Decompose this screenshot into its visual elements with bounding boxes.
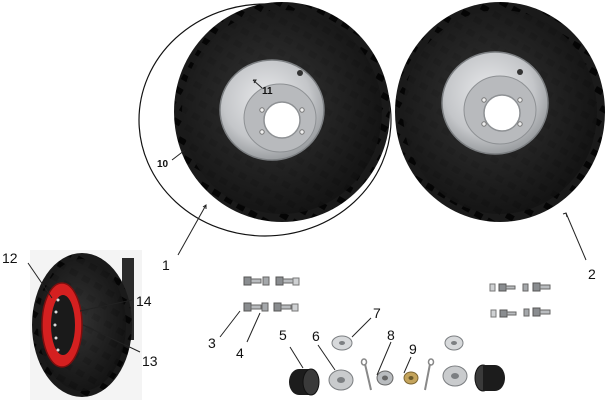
callout-12: 12 (2, 250, 18, 266)
bolt-icon (532, 282, 551, 292)
washer-icon (442, 365, 468, 387)
bolt-icon (498, 283, 516, 292)
cotter-pin-icon (424, 358, 435, 391)
bolt-icon (243, 302, 262, 312)
bolt-icon (243, 276, 262, 286)
callout-8: 8 (387, 327, 395, 343)
wheel-assembly-right (395, 2, 605, 222)
spacer-icon (474, 364, 505, 392)
leader-line-13 (82, 324, 141, 353)
leader-line-3 (219, 310, 241, 338)
wheel-assembly-left (138, 2, 392, 237)
fastener-cluster-right (489, 282, 551, 318)
nut-icon (292, 277, 300, 286)
callout-5: 5 (279, 327, 287, 343)
nut-icon (522, 283, 529, 292)
nut-icon (490, 309, 497, 318)
callout-6: 6 (312, 328, 320, 344)
callout-13: 13 (142, 353, 158, 369)
leader-line-10 (171, 149, 186, 161)
rim-icon (219, 59, 325, 161)
nut-icon (262, 276, 270, 286)
rim-icon (441, 51, 549, 155)
callout-10: 10 (157, 159, 169, 170)
nut-icon (291, 303, 299, 312)
leader-line-11 (252, 79, 263, 89)
callout-11: 11 (262, 86, 273, 97)
beadlock-wheel-inset (30, 250, 142, 400)
leader-line-1 (177, 204, 207, 256)
leader-line-14 (79, 299, 133, 312)
leader-line-2 (565, 212, 587, 261)
callout-2: 2 (588, 266, 596, 282)
cotter-pin-icon (360, 358, 372, 391)
callout-14: 14 (136, 293, 152, 309)
callout-4: 4 (236, 345, 244, 361)
leader-lines (27, 79, 587, 376)
leader-line-9 (403, 356, 412, 374)
callout-9: 9 (409, 341, 417, 357)
leader-line-7 (351, 317, 372, 338)
callout-1: 1 (162, 257, 170, 273)
bolt-icon (532, 307, 551, 317)
callout-3: 3 (208, 335, 216, 351)
nut-icon (376, 370, 394, 386)
rim-icon (41, 282, 83, 368)
leader-line-5 (289, 346, 304, 369)
washer-icon (331, 335, 353, 351)
spacer-icon (289, 368, 320, 396)
bolt-icon (275, 276, 294, 286)
washer-icon (444, 335, 464, 351)
callout-labels: 1 2 3 4 5 6 7 8 9 10 11 12 13 14 (2, 86, 596, 369)
bolt-icon (499, 309, 517, 318)
hub-parts-row (289, 335, 505, 396)
nut-icon (403, 371, 419, 385)
fastener-cluster-left (243, 276, 300, 312)
bolt-icon (273, 302, 292, 312)
nut-icon (261, 302, 269, 312)
leader-line-6 (317, 344, 336, 371)
washer-icon (328, 369, 354, 391)
leader-line-4 (246, 312, 261, 343)
leader-line-12 (27, 262, 53, 299)
nut-icon (523, 308, 530, 317)
callout-7: 7 (373, 305, 381, 321)
leader-line-8 (376, 341, 392, 376)
nut-icon (489, 283, 496, 292)
